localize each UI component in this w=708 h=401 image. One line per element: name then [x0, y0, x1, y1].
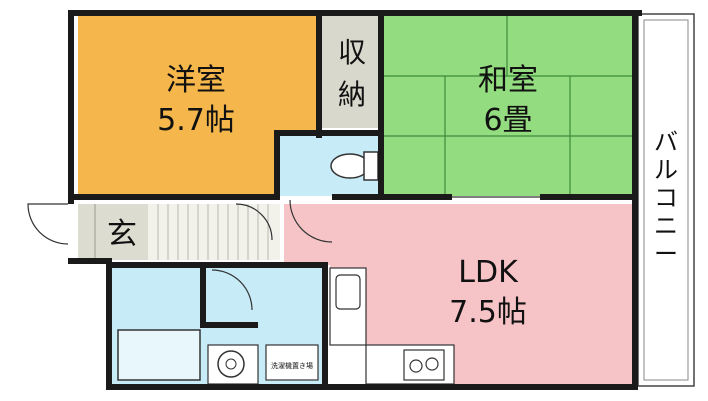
- balcony-char-1: バ: [654, 128, 678, 156]
- washer-space: [265, 344, 319, 381]
- ldk-room: [284, 204, 632, 384]
- entrance: [78, 204, 148, 260]
- stove-burner-right: [425, 357, 439, 371]
- toilet-tank: [363, 151, 379, 181]
- ldk-room-size: 7.5帖: [449, 295, 527, 330]
- balcony-char-2: ル: [654, 156, 678, 184]
- balcony-char-5: ー: [654, 240, 678, 268]
- entrance-door: [27, 203, 69, 245]
- japanese-room-name: 和室: [478, 63, 538, 98]
- wash-basin: [217, 350, 245, 378]
- kitchen-sink: [335, 274, 361, 310]
- balcony-char-4: ニ: [654, 212, 678, 240]
- balcony: [637, 13, 695, 387]
- balcony-rail: [643, 19, 689, 381]
- storage-closet: [322, 16, 382, 128]
- japanese-room-size: 6畳: [483, 103, 532, 138]
- stove-burner-left: [409, 359, 423, 373]
- washer-label: 洗濯機置き場: [271, 361, 313, 370]
- storage-label-2: 納: [338, 78, 366, 111]
- western-room-size: 5.7帖: [157, 103, 235, 138]
- wash-basin-drain: [225, 358, 237, 370]
- step-lines: [157, 204, 269, 260]
- storage-label-1: 収: [338, 36, 366, 69]
- tatami-lines: [382, 16, 632, 196]
- walls: [68, 10, 642, 390]
- wash-door: [211, 269, 253, 311]
- entrance-label: 玄: [107, 217, 137, 252]
- ldk-room-name: LDK: [458, 255, 519, 290]
- western-room-window: [72, 16, 78, 196]
- door-swings: [27, 196, 540, 311]
- ldk-door: [289, 199, 333, 243]
- western-room-name: 洋室: [166, 63, 226, 98]
- balcony-char-3: コ: [654, 184, 678, 212]
- hall-door: [235, 203, 273, 241]
- bathtub: [117, 329, 201, 381]
